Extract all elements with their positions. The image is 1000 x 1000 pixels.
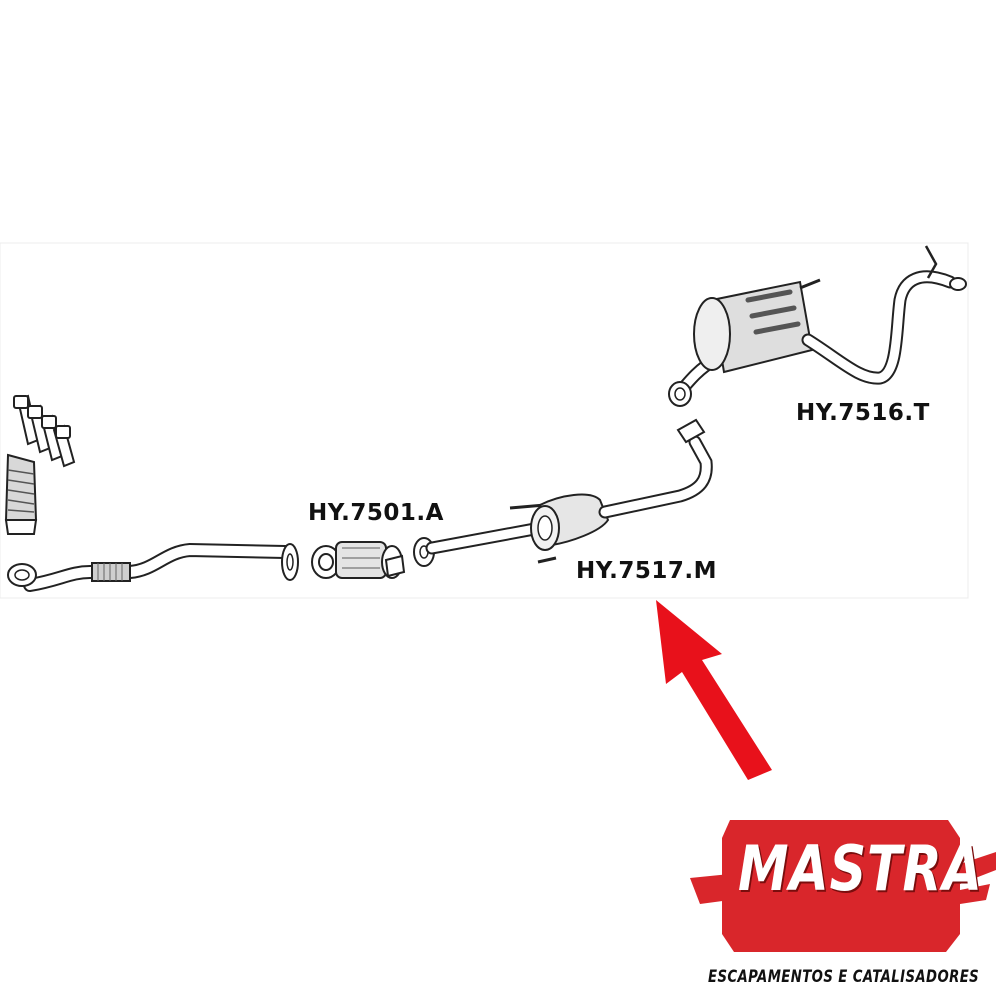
- catalytic-converter-part: [311, 541, 406, 579]
- middle-section-part: [413, 418, 713, 567]
- brand-logo-shape: [690, 820, 996, 952]
- part-label-rear-muffler: HY.7516.T: [796, 400, 930, 426]
- exhaust-manifold: [4, 394, 76, 535]
- front-pipe: [7, 542, 299, 592]
- part-label-catalytic-converter: HY.7501.A: [308, 500, 444, 526]
- part-label-middle-section: HY.7517.M: [576, 558, 717, 584]
- rear-muffler-part: [668, 245, 967, 407]
- diagram-frame: [0, 242, 969, 599]
- pointer-arrow: [656, 600, 772, 780]
- brand-name: MASTRA: [738, 832, 983, 905]
- brand-tagline: ESCAPAMENTOS E CATALISADORES: [708, 967, 980, 987]
